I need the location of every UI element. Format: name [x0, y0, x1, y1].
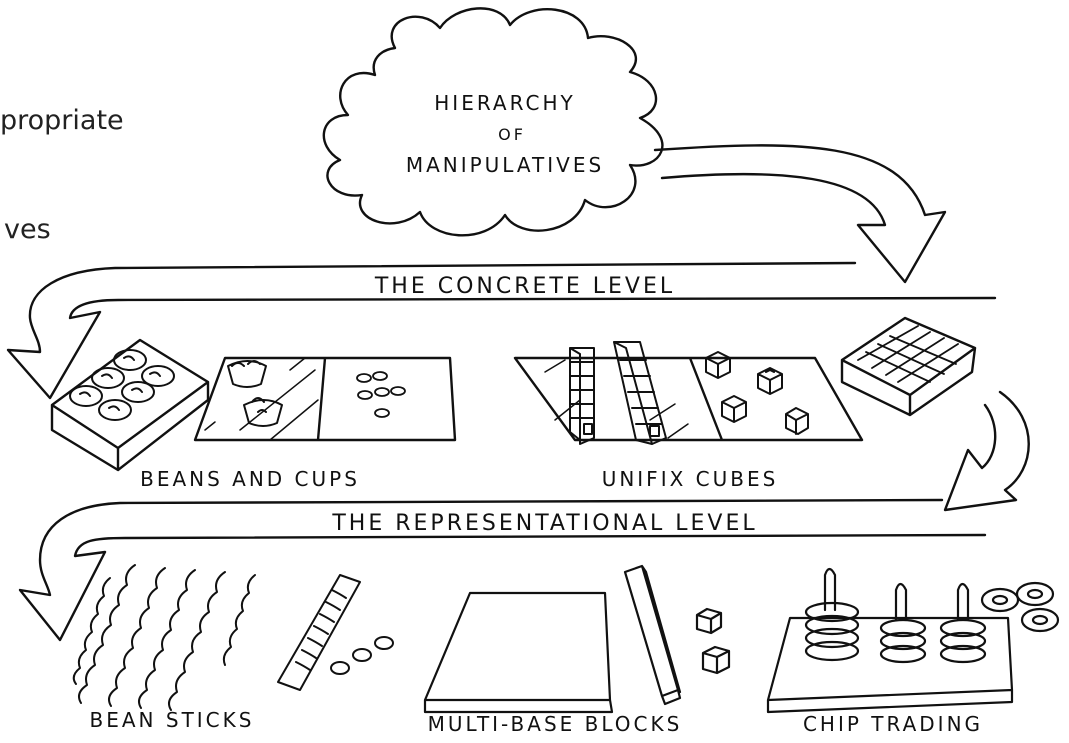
- chip-trading-drawing: [766, 567, 1060, 714]
- chip-trading-label: CHIP TRADING: [803, 712, 983, 736]
- cloud-line-2: OF: [498, 125, 526, 144]
- chip-board: [766, 616, 1014, 714]
- representational-level-banner: THE REPRESENTATIONAL LEVEL: [18, 498, 987, 642]
- long-block: [623, 564, 682, 706]
- bean-sticks-drawing: [72, 564, 394, 711]
- cup-box: [50, 338, 210, 472]
- cups-on-mat: [227, 360, 283, 427]
- beans-and-cups-drawing: [50, 338, 457, 472]
- loose-chips: [980, 581, 1060, 633]
- arrow-concrete-to-representational: [943, 390, 1030, 512]
- unifix-mat: [513, 356, 864, 442]
- cup-box-cups: [69, 349, 175, 421]
- mat-hatching: [204, 357, 319, 441]
- unifix-cubes-label: UNIFIX CUBES: [602, 467, 779, 491]
- multi-base-blocks-label: MULTI-BASE BLOCKS: [428, 712, 683, 736]
- cropped-heading-text: propriate ves: [0, 30, 124, 285]
- concrete-level-label: THE CONCRETE LEVEL: [374, 274, 675, 299]
- chip-peg-1: [804, 567, 860, 662]
- bean-sticks-label: BEAN STICKS: [90, 708, 255, 732]
- cropped-heading-line-2: ves: [4, 214, 51, 246]
- cube-tray: [840, 316, 977, 417]
- beans-mat: [193, 356, 457, 442]
- multi-base-blocks-drawing: [423, 564, 731, 714]
- unit-cube-top: [695, 607, 723, 635]
- unifix-mat-hatching: [544, 359, 689, 439]
- concrete-banner-outline: [6, 261, 997, 400]
- single-bean-stick: [277, 574, 361, 691]
- cube-tower-short: [569, 347, 595, 445]
- loose-cubes: [705, 351, 809, 435]
- representational-banner-outline: [18, 498, 987, 642]
- cube-tower-tall: [613, 341, 667, 445]
- chip-peg-2: [879, 582, 927, 664]
- flat-block: [423, 591, 614, 714]
- cloud-line-3: MANIPULATIVES: [406, 153, 604, 177]
- loose-beans: [356, 371, 406, 418]
- unit-cube-bottom: [701, 645, 731, 675]
- chip-peg-3: [939, 582, 987, 664]
- cloud-line-1: HIERARCHY: [434, 91, 575, 115]
- bean-stick-bundle: [72, 564, 256, 711]
- representational-level-label: THE REPRESENTATIONAL LEVEL: [331, 511, 757, 536]
- hierarchy-cloud: HIERARCHY OF MANIPULATIVES: [322, 7, 664, 237]
- loose-stick-beans: [330, 636, 394, 675]
- arrow-cloud-to-concrete: [653, 144, 947, 284]
- cropped-heading-line-1: propriate: [0, 104, 124, 136]
- cube-tray-grid: [857, 325, 959, 383]
- beans-and-cups-label: BEANS AND CUPS: [140, 467, 360, 491]
- cloud-outline: [322, 7, 664, 237]
- unifix-cubes-drawing: [513, 316, 977, 445]
- concrete-level-banner: THE CONCRETE LEVEL: [6, 261, 997, 400]
